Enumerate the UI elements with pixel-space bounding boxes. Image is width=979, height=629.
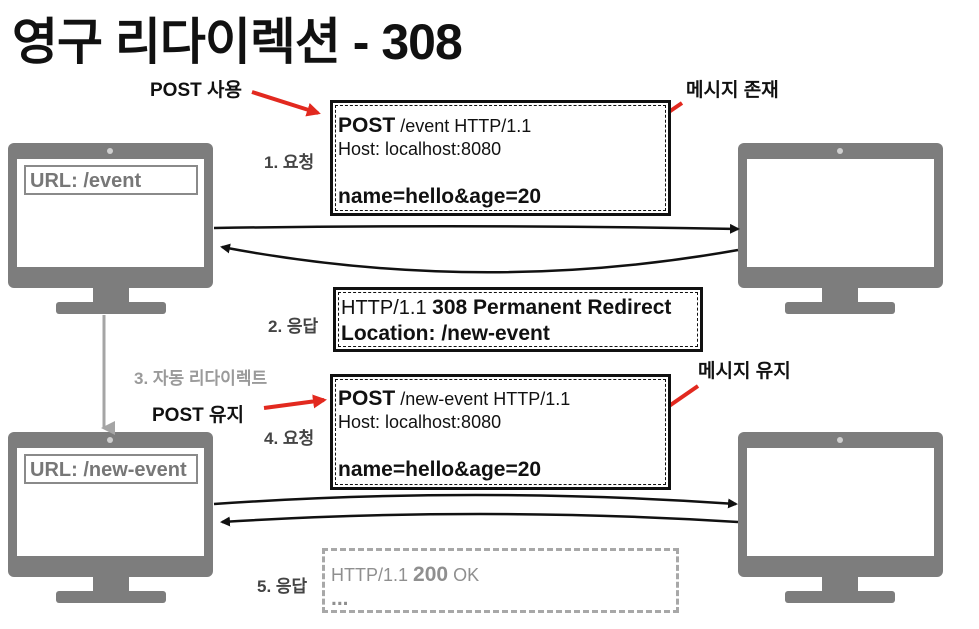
- response-arrow-top: [220, 243, 739, 274]
- step-5-label: 5. 응답: [257, 577, 308, 596]
- response-1-location: Location: /new-event: [341, 322, 550, 345]
- request-message-1: POST /event HTTP/1.1 Host: localhost:808…: [330, 100, 671, 216]
- response-2-status-line: HTTP/1.1 200 OK: [331, 563, 479, 587]
- response-1-status-line: HTTP/1.1 308 Permanent Redirect: [341, 296, 671, 320]
- response-2-prefix: HTTP/1.1: [331, 565, 414, 585]
- request-arrow-top: [213, 223, 740, 234]
- response-arrow-bottom: [220, 512, 739, 527]
- request-1-method: POST: [338, 114, 396, 137]
- post-keep-arrow: [263, 394, 327, 410]
- step-2-label: 2. 응답: [268, 317, 319, 336]
- response-message-2: HTTP/1.1 200 OK ...: [322, 548, 679, 613]
- request-message-2: POST /new-event HTTP/1.1 Host: localhost…: [330, 374, 671, 490]
- url-bar-bottom: URL: /new-event: [24, 454, 198, 484]
- request-1-line: POST /event HTTP/1.1: [338, 114, 531, 138]
- server-monitor-bottom: [738, 432, 943, 603]
- message-exists-label: 메시지 존재: [686, 80, 779, 101]
- response-message-1: HTTP/1.1 308 Permanent Redirect Location…: [333, 287, 703, 352]
- response-2-status: OK: [448, 565, 480, 585]
- post-keep-label: POST 유지: [152, 405, 244, 426]
- step-3-label: 3. 자동 리다이렉트: [134, 369, 268, 388]
- response-2-code: 200: [413, 563, 449, 586]
- request-arrow-bottom: [213, 493, 738, 509]
- request-2-line: POST /new-event HTTP/1.1: [338, 387, 570, 411]
- step-4-label: 4. 요청: [264, 429, 315, 448]
- request-1-path: /event HTTP/1.1: [395, 116, 532, 136]
- server-monitor-top: [738, 143, 943, 314]
- request-2-body: name=hello&age=20: [338, 458, 542, 481]
- response-2-body: ...: [331, 587, 349, 610]
- post-use-arrow: [251, 90, 321, 117]
- request-2-path: /new-event HTTP/1.1: [395, 389, 571, 409]
- message-keep-label: 메시지 유지: [698, 361, 791, 382]
- url-bar-top: URL: /event: [24, 165, 198, 195]
- step-1-label: 1. 요청: [264, 153, 315, 172]
- request-2-method: POST: [338, 387, 396, 410]
- request-1-body: name=hello&age=20: [338, 185, 542, 208]
- response-1-status: 308 Permanent Redirect: [432, 296, 672, 319]
- post-use-label: POST 사용: [150, 80, 242, 101]
- page-title: 영구 리다이렉션 - 308: [12, 14, 463, 70]
- response-1-prefix: HTTP/1.1: [341, 297, 433, 319]
- request-1-host: Host: localhost:8080: [338, 139, 502, 159]
- request-2-host: Host: localhost:8080: [338, 412, 502, 432]
